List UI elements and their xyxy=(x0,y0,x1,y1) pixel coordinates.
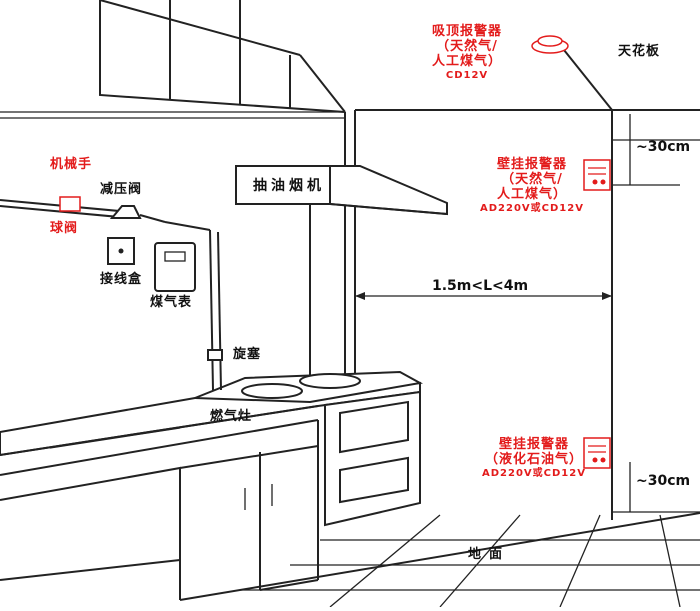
wall-detector-upper-gas-1: （天然气/ xyxy=(501,171,563,187)
range-hood xyxy=(235,165,448,216)
ceiling-label: 天花板 xyxy=(618,44,661,59)
wall-detector-lower-title: 壁挂报警器 xyxy=(498,437,569,452)
ceiling-detector-voltage: CD12V xyxy=(445,69,489,81)
counter-and-cabinets xyxy=(0,381,421,600)
ceiling-detector-label: 吸顶报警器 （天然气/ 人工煤气） CD12V xyxy=(432,24,503,81)
gas-stove-label: 燃气灶 xyxy=(210,409,253,424)
ceiling-detector-title: 吸顶报警器 xyxy=(432,24,503,39)
ceiling-detector-gas-2: 人工煤气） xyxy=(432,53,503,69)
gas-meter-label: 煤气表 xyxy=(150,295,193,310)
wall-detector-lower-label: 壁挂报警器 （液化石油气） AD220V或CD12V xyxy=(482,437,586,479)
distance-range-label: 1.5m<L<4m xyxy=(432,278,529,294)
wall-detector-lower-voltage: AD220V或CD12V xyxy=(482,467,586,479)
wall-detector-upper-voltage: AD220V或CD12V xyxy=(480,202,584,214)
wall-detector-upper-title: 壁挂报警器 xyxy=(496,157,567,172)
wall-detector-icon-lower xyxy=(583,437,611,469)
room-structure xyxy=(0,44,700,520)
floor-tiles xyxy=(179,512,700,608)
wall-detector-icon xyxy=(583,159,611,191)
smoke-detector-icon xyxy=(531,35,569,54)
ceiling-detector-gas-1: （天然气/ xyxy=(436,38,498,54)
gas-stove xyxy=(194,370,423,404)
floor-label: 地面 xyxy=(468,547,511,562)
upper-cabinets xyxy=(99,0,346,113)
pressure-valve-label: 减压阀 xyxy=(100,182,143,197)
wall-detector-upper-label: 壁挂报警器 （天然气/ 人工煤气） AD220V或CD12V xyxy=(480,157,584,214)
junction-box-label: 接线盒 xyxy=(100,272,143,287)
wall-detector-upper-gas-2: 人工煤气） xyxy=(496,186,567,202)
ball-valve-label: 球阀 xyxy=(50,221,79,236)
distance-top-label: ~30cm xyxy=(636,139,691,155)
manipulator-label: 机械手 xyxy=(50,157,93,172)
plug-valve-label: 旋塞 xyxy=(233,347,262,362)
wall-detector-lower-gas: （液化石油气） xyxy=(484,451,583,467)
gas-supply-line xyxy=(0,196,223,391)
distance-bottom-label: ~30cm xyxy=(636,473,691,489)
range-hood-label: 抽油烟机 xyxy=(253,178,325,194)
dimension-lines xyxy=(355,114,700,513)
